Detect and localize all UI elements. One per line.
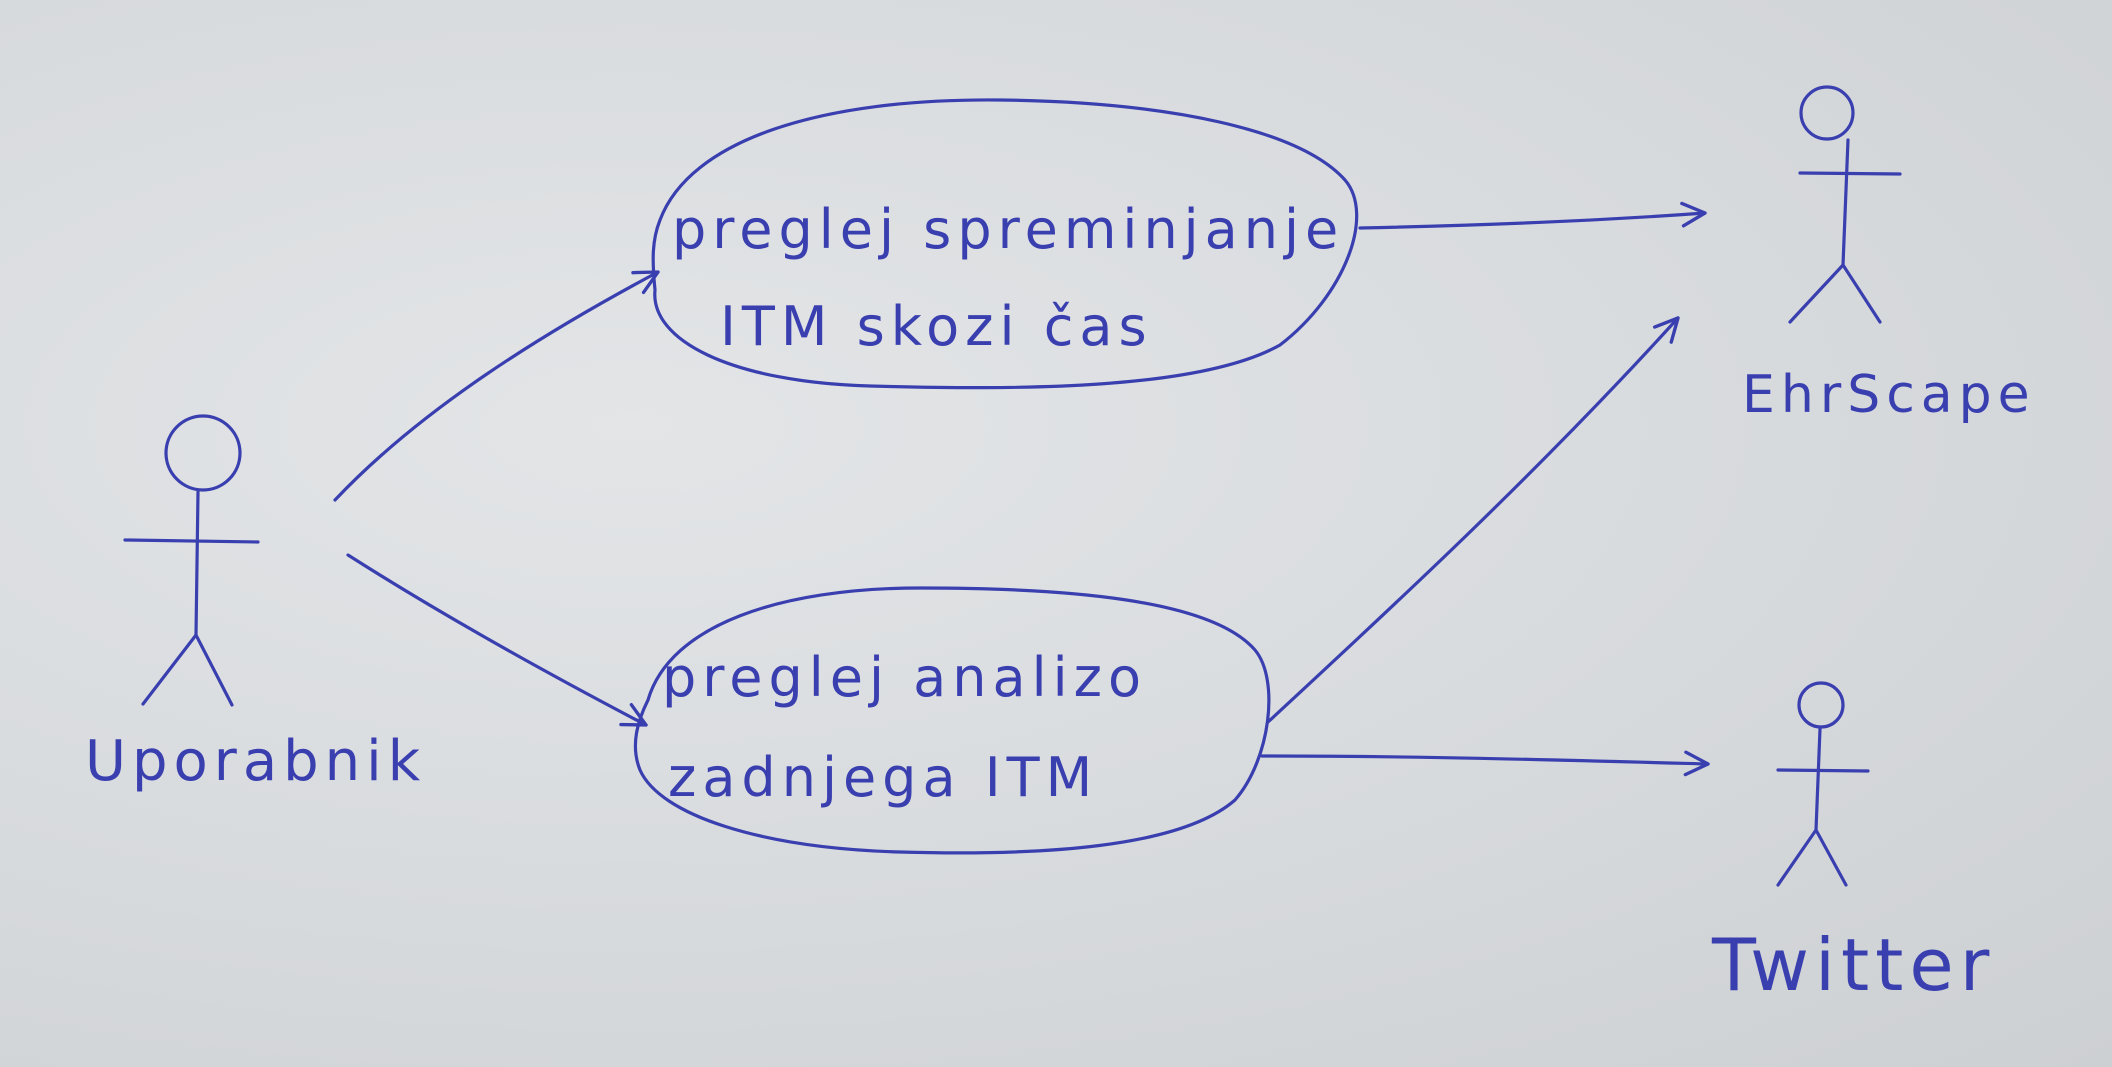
actor-twitter-body [1814, 727, 1822, 832]
actor-user-legs [141, 633, 234, 707]
actor-ehrscape-label: EhrScape [1742, 365, 2036, 425]
actor-twitter: Twitter [1711, 681, 1995, 1007]
actor-user-head [164, 414, 242, 492]
use-case-history: preglej spreminjanje ITM skozi čas [651, 98, 1359, 390]
arrow-analysis-to-twitter [1260, 750, 1710, 777]
use-case-analysis: preglej analizo zadnjega ITM [633, 586, 1271, 855]
arrow-user-to-analysis [346, 553, 648, 727]
use-case-history-line1: preglej spreminjanje [672, 198, 1344, 261]
actor-twitter-head [1797, 681, 1845, 729]
actor-twitter-legs [1776, 828, 1848, 887]
use-case-analysis-ellipse [633, 586, 1271, 855]
actor-twitter-label: Twitter [1711, 923, 1995, 1007]
actor-ehrscape-legs [1788, 263, 1882, 324]
actor-user-body [194, 490, 200, 637]
actor-ehrscape-head [1799, 85, 1855, 141]
actor-ehrscape-body [1841, 138, 1850, 267]
use-case-analysis-line1: preglej analizo [662, 646, 1147, 709]
arrow-analysis-to-ehrscape [1266, 316, 1680, 724]
actor-ehrscape-arms [1798, 171, 1902, 176]
use-case-analysis-line2: zadnjega ITM [668, 746, 1098, 809]
arrow-history-to-ehrscape [1358, 201, 1707, 230]
use-case-history-ellipse [651, 98, 1359, 390]
arrow-user-to-history [333, 270, 660, 502]
actor-user: Uporabnik [85, 414, 426, 794]
actor-ehrscape: EhrScape [1742, 85, 2036, 425]
actor-twitter-arms [1776, 768, 1870, 773]
associations [333, 201, 1710, 777]
use-case-history-line2: ITM skozi čas [720, 295, 1153, 358]
actor-user-arms [123, 538, 260, 544]
actor-user-label: Uporabnik [85, 729, 426, 794]
